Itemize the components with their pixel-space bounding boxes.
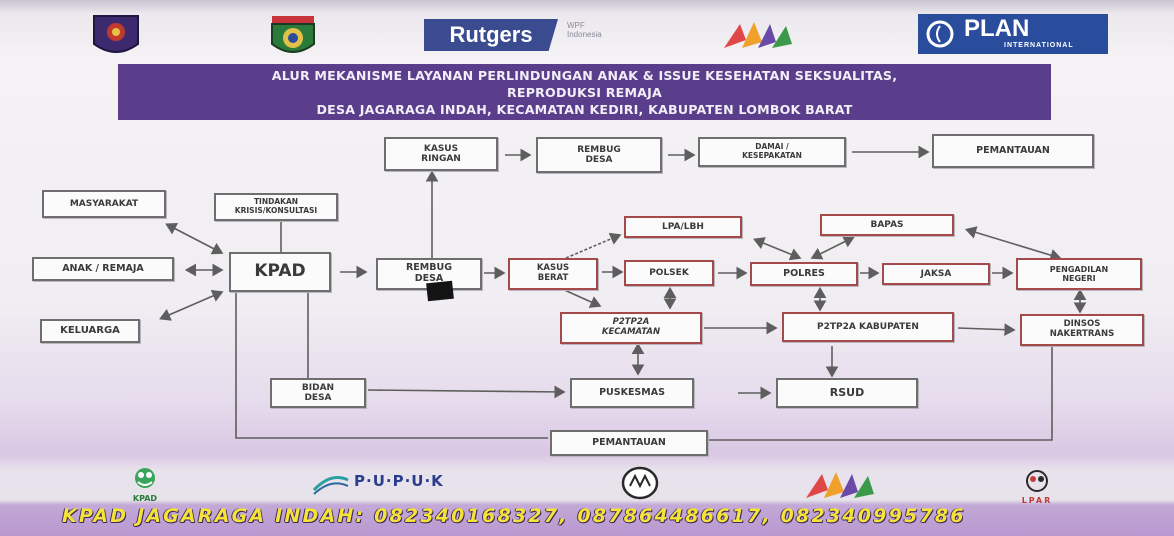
- arrow-kasusberat-lpa: [565, 232, 622, 259]
- line-monitoring-right: [708, 346, 1053, 441]
- label-dinsos: DINSOS NAKERTRANS: [1049, 319, 1115, 339]
- plan-label: PLAN: [964, 15, 1030, 42]
- node-anak-remaja: ANAK / REMAJA: [32, 257, 174, 281]
- footer-logo-pupuk: P·U·P·U·K: [312, 470, 482, 498]
- regency-emblem-icon: [271, 16, 315, 53]
- label-rembug-desa: REMBUG DESA: [405, 262, 452, 284]
- arrow-keluarga-kpad: [159, 289, 224, 321]
- node-keluarga: KELUARGA: [40, 319, 140, 343]
- lpar-emblem-icon: [1026, 470, 1048, 492]
- title-line-2: REPRODUKSI REMAJA: [507, 85, 662, 100]
- node-pemantauan-bottom: PEMANTAUAN: [550, 430, 708, 456]
- node-polsek: POLSEK: [624, 260, 714, 286]
- label-rembug-desa-top: REMBUG DESA: [577, 144, 621, 165]
- node-jaksa: JAKSA: [882, 263, 990, 285]
- arrow-bidan-puskesmas: [367, 385, 566, 399]
- line-monitoring-loop: [235, 292, 548, 439]
- dancing-figures-logo-icon: [724, 22, 792, 48]
- label-puskesmas: PUSKESMAS: [599, 386, 665, 398]
- footer-logo-kpad: KPAD: [120, 466, 170, 503]
- rutgers-label: Rutgers: [449, 22, 533, 47]
- label-rsud: RSUD: [829, 385, 865, 399]
- label-masyarakat: MASYARAKAT: [69, 198, 139, 209]
- rutgers-logo: Rutgers: [424, 19, 558, 51]
- footer-logo-lpar: LPAR: [1012, 470, 1062, 505]
- label-polsek: POLSEK: [649, 267, 689, 278]
- node-rsud: RSUD: [776, 378, 918, 408]
- pupuk-logo-label: P·U·P·U·K: [354, 472, 444, 490]
- label-pemantauan-bottom: PEMANTAUAN: [592, 436, 666, 448]
- node-pengadilan: PENGADILAN NEGERI: [1016, 258, 1142, 290]
- label-polres: POLRES: [783, 267, 825, 279]
- tape-mark: [426, 280, 454, 302]
- label-pemantauan-top: PEMANTAUAN: [976, 144, 1050, 156]
- footer-seal-icon: [621, 466, 659, 500]
- title-line-3: DESA JAGARAGA INDAH, KECAMATAN KEDIRI, K…: [316, 102, 853, 117]
- label-keluarga: KELUARGA: [60, 325, 120, 337]
- label-bapas: BAPAS: [870, 219, 904, 230]
- plan-globe-icon: [926, 20, 954, 48]
- label-anak-remaja: ANAK / REMAJA: [62, 262, 144, 274]
- footer-contact: KPAD JAGARAGA INDAH: 082340168327, 08786…: [62, 505, 966, 527]
- node-p2tp2a-kabupaten: P2TP2A KABUPATEN: [782, 312, 954, 342]
- label-kasus-ringan: KASUS RINGAN: [421, 143, 461, 164]
- label-damai: DAMAI / KESEPAKATAN: [742, 142, 802, 160]
- node-rembug-desa-top: REMBUG DESA: [536, 137, 662, 173]
- node-kasus-berat: KASUS BERAT: [508, 258, 598, 290]
- wpf-line1: WPF: [567, 21, 585, 30]
- node-bidan-desa: BIDAN DESA: [270, 378, 366, 408]
- node-bapas: BAPAS: [820, 214, 954, 236]
- label-kasus-berat: KASUS BERAT: [536, 263, 570, 283]
- title-band: ALUR MEKANISME LAYANAN PERLINDUNGAN ANAK…: [118, 64, 1051, 120]
- label-p2tp2a-kecamatan: P2TP2A KECAMATAN: [601, 317, 661, 337]
- label-pengadilan: PENGADILAN NEGERI: [1049, 264, 1109, 283]
- label-tindakan: TINDAKAN KRISIS/KONSULTASI: [234, 197, 318, 215]
- provincial-emblem-icon: [93, 15, 139, 53]
- node-dinsos: DINSOS NAKERTRANS: [1020, 314, 1144, 346]
- footer-dancing-figures-icon: [806, 472, 874, 498]
- pupuk-globe-icon: [312, 476, 349, 495]
- lpar-logo-label: LPAR: [1021, 496, 1053, 505]
- arrow-p2tp2akab-dinsos: [957, 323, 1016, 337]
- kpad-logo-label: KPAD: [132, 494, 158, 503]
- arrow-bapas-pengadilan: [964, 226, 1062, 262]
- label-p2tp2a-kabupaten: P2TP2A KABUPATEN: [817, 321, 919, 332]
- label-kpad: KPAD: [254, 261, 306, 282]
- node-polres: POLRES: [750, 262, 858, 286]
- node-kasus-ringan: KASUS RINGAN: [384, 137, 498, 171]
- title-line-1: ALUR MEKANISME LAYANAN PERLINDUNGAN ANAK…: [271, 68, 898, 83]
- plan-sub-label: INTERNATIONAL: [1004, 42, 1074, 49]
- arrow-lpa-polres: [753, 237, 802, 261]
- node-masyarakat: MASYARAKAT: [42, 190, 166, 218]
- label-lpa-lbh: LPA/LBH: [662, 221, 704, 232]
- wpf-line2: Indonesia: [567, 30, 602, 39]
- arrow-bapas-polres: [810, 235, 855, 260]
- plan-international-logo: PLAN INTERNATIONAL: [918, 14, 1108, 54]
- node-kpad: KPAD: [229, 252, 331, 292]
- node-puskesmas: PUSKESMAS: [570, 378, 694, 408]
- arrow-kasusberat-p2tp2akec: [559, 287, 602, 308]
- node-damai: DAMAI / KESEPAKATAN: [698, 137, 846, 167]
- node-tindakan: TINDAKAN KRISIS/KONSULTASI: [214, 193, 338, 221]
- node-p2tp2a-kecamatan: P2TP2A KECAMATAN: [560, 312, 702, 344]
- node-pemantauan-top: PEMANTAUAN: [932, 134, 1094, 168]
- node-lpa-lbh: LPA/LBH: [624, 216, 742, 238]
- label-jaksa: JAKSA: [920, 268, 952, 279]
- kpad-emblem-icon: [135, 468, 155, 488]
- label-bidan-desa: BIDAN DESA: [301, 382, 335, 403]
- arrow-masyarakat-kpad: [165, 223, 224, 255]
